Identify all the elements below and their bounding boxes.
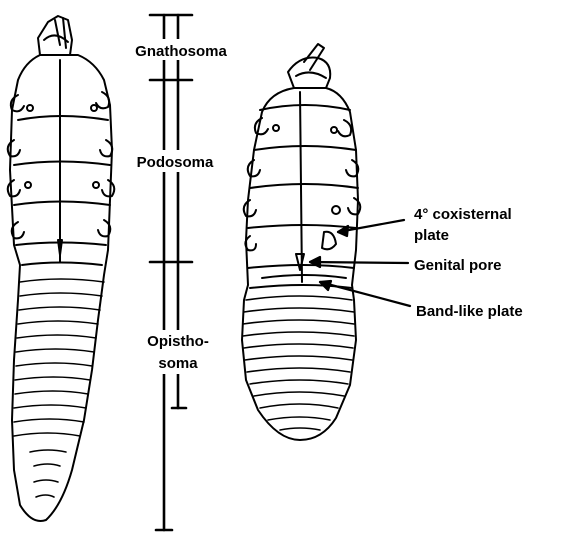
left-mite-annulations — [14, 279, 104, 497]
right-mite-coxisternal-plate — [322, 232, 336, 250]
right-mite-gnathosoma — [288, 44, 330, 88]
left-mite-specimen — [8, 16, 115, 521]
coxisternal-plate-label-line1: 4° coxisternal — [414, 206, 512, 223]
right-mite-band-plate — [262, 275, 346, 278]
podosoma-label: Podosoma — [137, 154, 214, 171]
band-plate-arrow-line — [320, 282, 410, 306]
pointer-arrows — [310, 220, 410, 306]
segment-scale-bars — [150, 15, 192, 530]
genital-pore-label: Genital pore — [414, 257, 502, 274]
right-mite-specimen — [242, 44, 360, 440]
genital-pore-arrow-line — [310, 262, 408, 263]
coxisternal-plate-label-line2: plate — [414, 227, 449, 244]
gnathosoma-label: Gnathosoma — [135, 43, 227, 60]
band-like-plate-label: Band-like plate — [416, 303, 523, 320]
left-mite-gnathosoma — [38, 16, 72, 55]
opisthosoma-label-line2: soma — [158, 355, 198, 372]
right-mite-annulations — [243, 296, 354, 430]
opisthosoma-label-line1: Opistho- — [147, 333, 209, 350]
